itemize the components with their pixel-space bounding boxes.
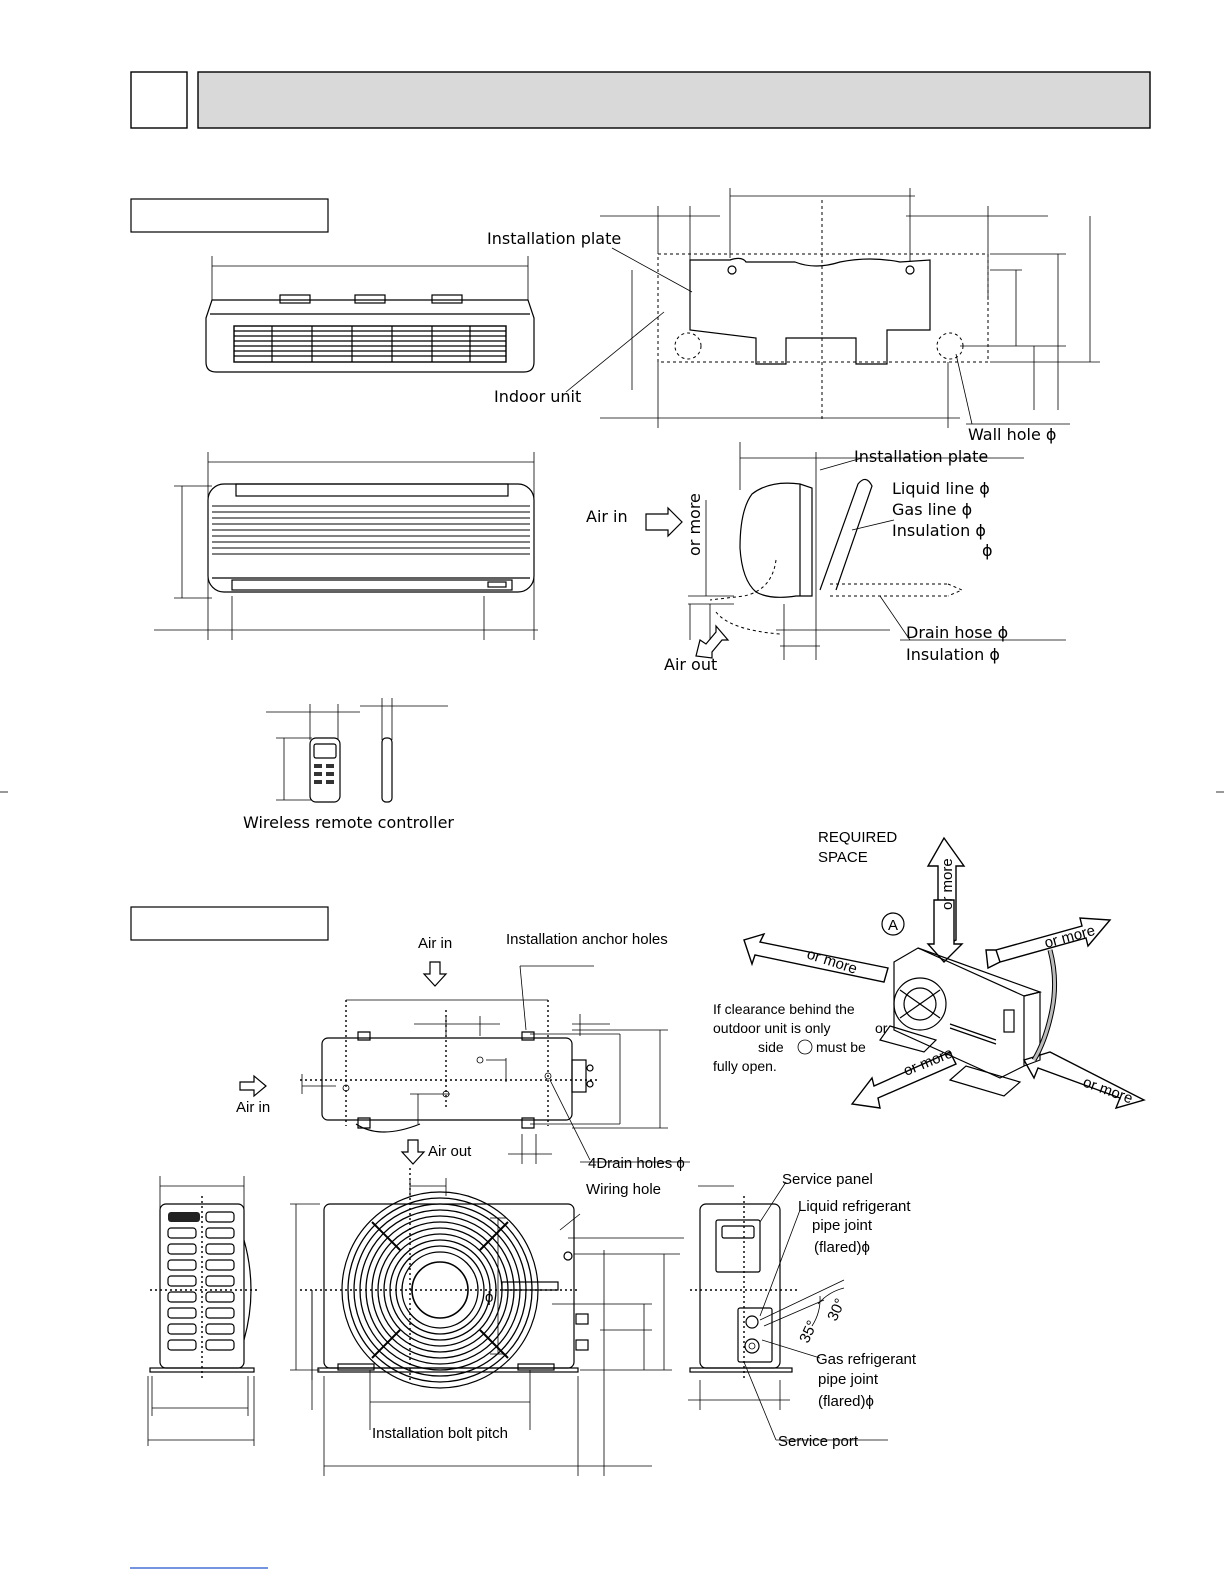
air-in-left-label: Air in <box>236 1099 270 1116</box>
side-a-letter: A <box>888 917 898 934</box>
remote-controller-label: Wireless remote controller <box>243 813 454 832</box>
air-in-arrow-indoor <box>645 506 683 538</box>
angle-30-label: 30° <box>824 1296 849 1324</box>
air-out-label-indoor: Air out <box>664 655 717 674</box>
or-more-label-indoor: or more <box>685 493 704 556</box>
required-space-title-2: SPACE <box>818 849 868 866</box>
service-panel-label: Service panel <box>782 1171 873 1188</box>
section-number-box <box>130 71 188 129</box>
insulation-extra-label: ϕ <box>982 541 993 560</box>
outdoor-left-side-view <box>147 1176 260 1446</box>
gas-joint-label-3: (flared)ϕ <box>818 1393 874 1410</box>
indoor-top-view <box>205 256 535 373</box>
side-a-marker <box>881 912 905 936</box>
side-a-small-marker <box>797 1039 813 1055</box>
installation-plate-label: Installation plate <box>487 229 621 248</box>
liquid-joint-label-1: Liquid refrigerant <box>798 1198 911 1215</box>
right-clearance-arrow <box>985 917 1112 970</box>
or-more-right-label: or more <box>1043 922 1097 952</box>
outdoor-unit-label-box <box>130 906 329 941</box>
gas-joint-label-2: pipe joint <box>818 1371 879 1388</box>
indoor-unit-label-box <box>130 198 329 233</box>
air-in-arrow-top <box>422 961 448 987</box>
indoor-side-view <box>645 442 1066 660</box>
indoor-unit-label: Indoor unit <box>494 387 581 406</box>
clearance-note-3b: must be <box>816 1039 866 1055</box>
gas-joint-label-1: Gas refrigerant <box>816 1351 917 1368</box>
air-in-arrow-left <box>239 1074 267 1098</box>
service-port-label: Service port <box>778 1433 859 1450</box>
remote-controller-drawing <box>266 698 448 803</box>
required-space-diagram <box>743 836 1146 1110</box>
angle-35-label: 35° <box>796 1318 821 1346</box>
outdoor-front-view <box>290 1168 684 1476</box>
required-space-title-1: REQUIRED <box>818 829 897 846</box>
liquid-line-label: Liquid line ϕ <box>892 479 990 498</box>
wall-hole-label: Wall hole ϕ <box>968 425 1056 444</box>
or-more-front-right-label: or more <box>1081 1074 1135 1108</box>
or-more-left-label: or more <box>805 946 859 978</box>
installation-plate-side-label: Installation plate <box>854 447 988 466</box>
clearance-note-3a: side <box>758 1039 784 1055</box>
liquid-joint-label-3: (flared)ϕ <box>814 1239 870 1256</box>
clearance-note-2b: or <box>875 1020 888 1036</box>
air-out-arrow-indoor <box>695 624 730 659</box>
down-arrow <box>926 899 964 964</box>
liquid-joint-label-2: pipe joint <box>812 1217 873 1234</box>
air-out-arrow-outdoor <box>400 1139 426 1165</box>
air-out-outdoor-label: Air out <box>428 1143 472 1160</box>
outdoor-top-view <box>239 961 690 1165</box>
header-bar <box>130 71 1151 129</box>
or-more-top-label: or more <box>939 858 956 910</box>
fan-diameter-label: ϕ <box>485 1289 493 1306</box>
gas-line-label: Gas line ϕ <box>892 500 972 519</box>
air-in-top-label: Air in <box>418 935 452 952</box>
installation-plate-diagram <box>565 188 1100 428</box>
clearance-note-2: outdoor unit is only <box>713 1020 831 1036</box>
left-clearance-arrow <box>743 932 889 983</box>
drain-holes-label: 4Drain holes ϕ <box>588 1155 685 1172</box>
drain-insulation-label: Insulation ϕ <box>906 645 1000 664</box>
air-in-label-indoor: Air in <box>586 507 628 526</box>
front-right-clearance-arrow <box>1022 1051 1146 1110</box>
anchor-holes-label: Installation anchor holes <box>506 931 668 948</box>
drain-hose-label: Drain hose ϕ <box>906 623 1008 642</box>
outdoor-right-side-view <box>688 1181 888 1441</box>
section-title-bar <box>197 71 1151 129</box>
clearance-note-1: If clearance behind the <box>713 1001 855 1017</box>
insulation-label: Insulation ϕ <box>892 521 986 540</box>
wiring-hole-label: Wiring hole <box>586 1181 661 1198</box>
front-left-clearance-arrow <box>850 1051 957 1109</box>
bolt-pitch-label: Installation bolt pitch <box>372 1425 508 1442</box>
clearance-note-4: fully open. <box>713 1058 777 1074</box>
indoor-front-view <box>154 452 538 640</box>
